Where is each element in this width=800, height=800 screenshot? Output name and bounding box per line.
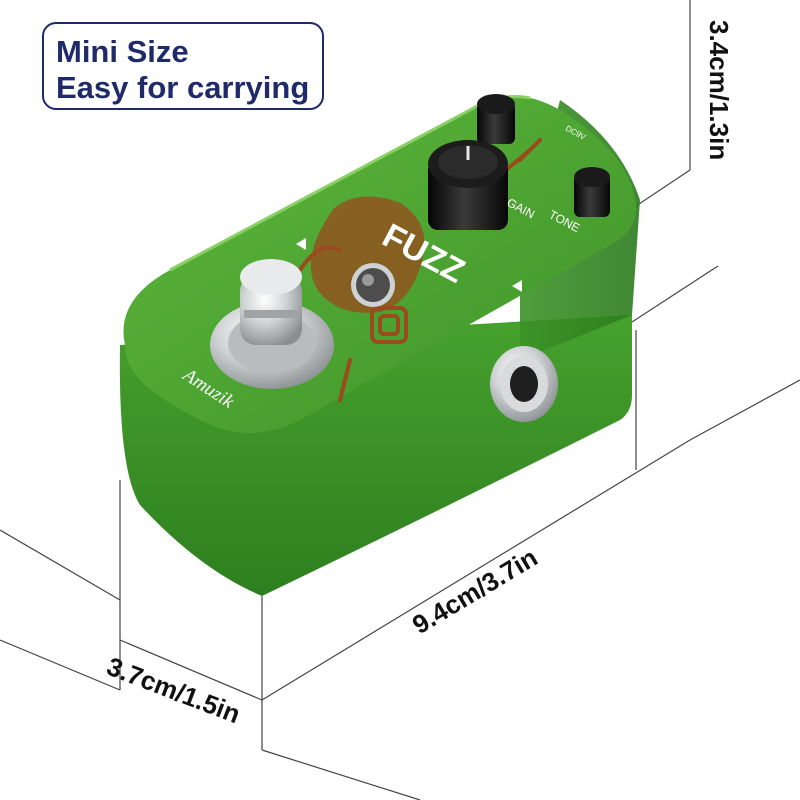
height-dimension: 3.4cm/1.3in [704,20,734,161]
pedal-body [119,95,640,596]
tone-knob[interactable] [574,167,610,217]
gain-knob[interactable] [428,140,508,230]
callout-title: Mini Size [56,34,189,69]
led-indicator [351,263,395,307]
footswitch[interactable] [210,259,334,389]
fuzz-artwork [298,138,542,402]
input-jack[interactable] [490,346,558,422]
mini-size-callout: Mini Size Easy for carrying [42,22,324,110]
callout-subtitle: Easy for carrying [56,70,310,105]
volume-knob[interactable] [477,94,515,144]
arrow-markers [296,238,522,292]
